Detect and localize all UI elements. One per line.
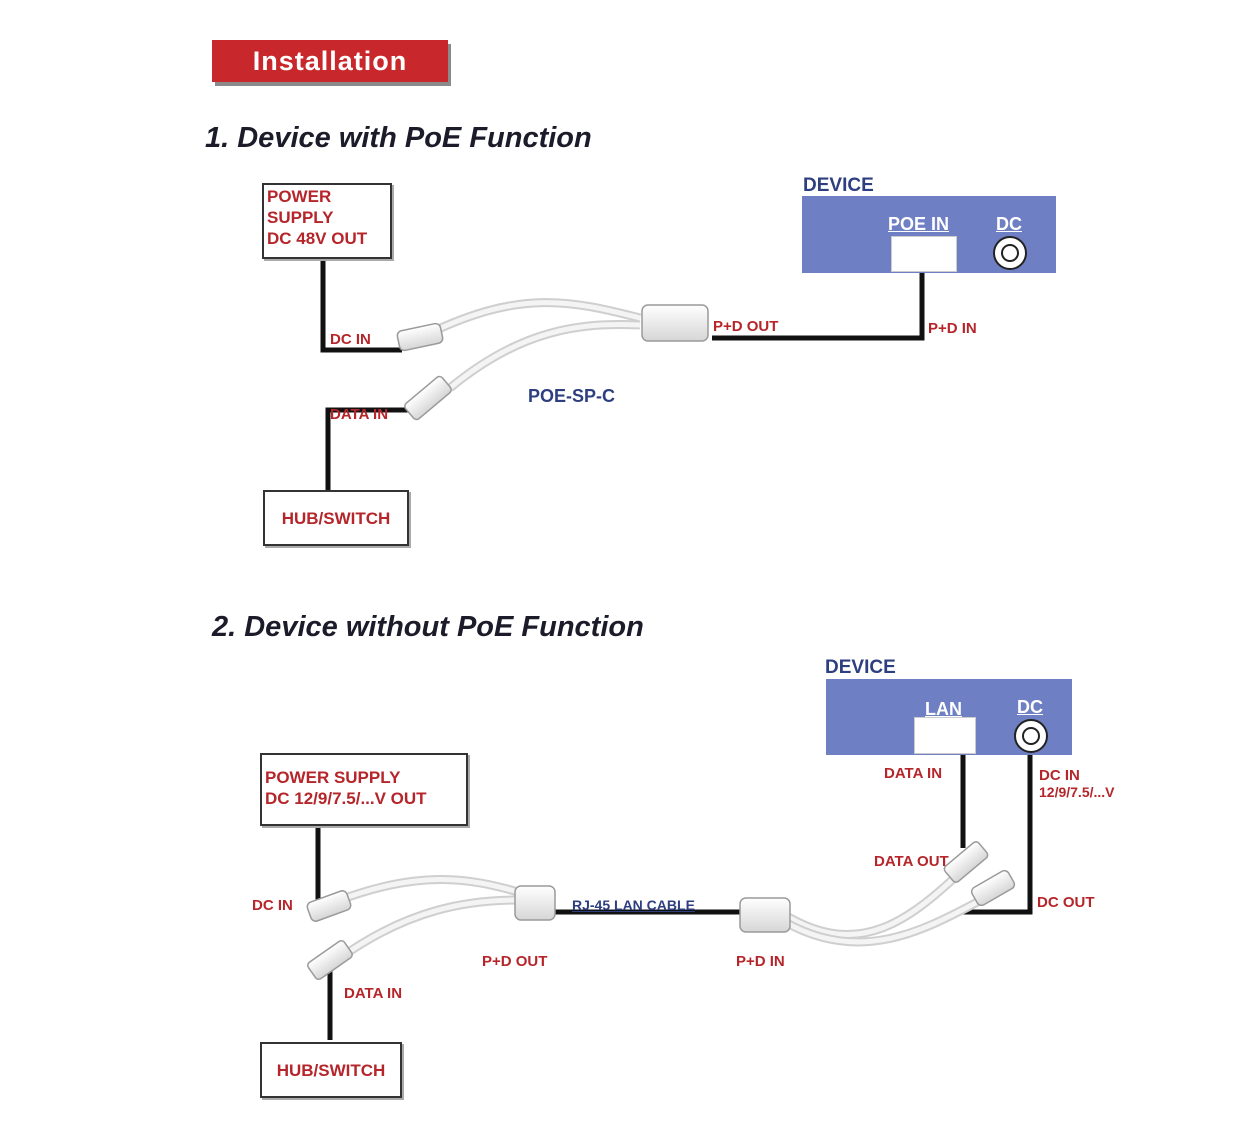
s2-data-in-label: DATA IN <box>344 985 403 1002</box>
hub1-label: HUB/SWITCH <box>281 508 391 528</box>
s2-pd-out-label: P+D OUT <box>482 953 548 970</box>
power-supply-48v-box: POWER SUPPLY DC 48V OUT <box>262 183 392 259</box>
s1-dc-port-label: DC <box>996 214 1022 234</box>
poe-splitter-cable-2 <box>306 875 556 980</box>
dc-plug-1 <box>396 322 444 352</box>
splitter-body-2 <box>514 885 556 921</box>
s1-device-label: DEVICE <box>803 175 874 196</box>
device-with-poe: POE IN DC <box>802 196 1056 273</box>
section2-heading: 2. Device without PoE Function <box>212 611 644 643</box>
hub-switch-box-2: HUB/SWITCH <box>260 1042 402 1098</box>
ps1-line2: SUPPLY <box>267 208 334 227</box>
rj45-plug-1 <box>404 375 452 421</box>
section1-wires <box>320 258 925 490</box>
ps1-line1: POWER <box>267 187 332 206</box>
hub2-label: HUB/SWITCH <box>276 1060 386 1080</box>
dc-plug-3 <box>970 869 1016 907</box>
wire-dc-to-dcout <box>960 752 1033 915</box>
rj45-plug-3 <box>943 841 989 883</box>
section2-wires <box>315 752 1033 1040</box>
s2-device-label: DEVICE <box>825 657 896 678</box>
data-out-label: DATA OUT <box>874 853 949 870</box>
wire-ps-to-dcin <box>320 258 402 353</box>
dc-plug-2 <box>306 890 352 922</box>
wire-pdout-to-device <box>712 270 925 341</box>
s1-pd-in-label: P+D IN <box>928 320 977 337</box>
ps2-line1: POWER SUPPLY <box>265 768 401 787</box>
lan-port-label: LAN <box>925 699 962 719</box>
lan-port <box>914 717 976 754</box>
s1-dc-jack-icon <box>993 236 1027 270</box>
dc-out-label: DC OUT <box>1037 894 1095 911</box>
poe-splitter-cable-3 <box>739 841 1016 947</box>
power-supply-12v-box: POWER SUPPLY DC 12/9/7.5/...V OUT <box>260 753 468 826</box>
splitter-body-1 <box>641 304 709 342</box>
device-data-in-label: DATA IN <box>884 765 943 782</box>
s1-data-in-label: DATA IN <box>330 406 389 423</box>
s2-dc-in-label: DC IN <box>252 897 293 914</box>
s2-pd-in-label: P+D IN <box>736 953 785 970</box>
s1-dc-in-label: DC IN <box>330 331 371 348</box>
rj45-cable-label: RJ-45 LAN CABLE <box>572 897 695 913</box>
poe-in-port-label: POE IN <box>888 214 950 234</box>
ps2-line2: DC 12/9/7.5/...V OUT <box>265 789 427 808</box>
installation-banner: Installation <box>212 40 448 82</box>
device-without-poe: LAN DC <box>826 679 1072 755</box>
s2-dc-jack-icon <box>1014 719 1048 753</box>
hub-switch-box-1: HUB/SWITCH <box>263 490 409 546</box>
s2-dc-port-label: DC <box>1017 697 1043 717</box>
poe-splitter-cable-1 <box>396 298 709 421</box>
device-dc-in-line1: DC IN <box>1039 767 1080 784</box>
device-dc-in-line2: 12/9/7.5/...V <box>1039 784 1115 800</box>
wire-hub-to-datain <box>325 407 408 490</box>
ps1-line3: DC 48V OUT <box>267 229 368 248</box>
poe-in-port <box>891 236 957 272</box>
model-label: POE-SP-C <box>528 386 616 406</box>
s1-pd-out-label: P+D OUT <box>713 318 779 335</box>
rj45-plug-2 <box>307 940 353 980</box>
section1-heading: 1. Device with PoE Function <box>205 122 592 154</box>
splitter-body-3 <box>739 897 791 933</box>
device-dc-in-label: DC IN 12/9/7.5/...V <box>1039 767 1115 801</box>
